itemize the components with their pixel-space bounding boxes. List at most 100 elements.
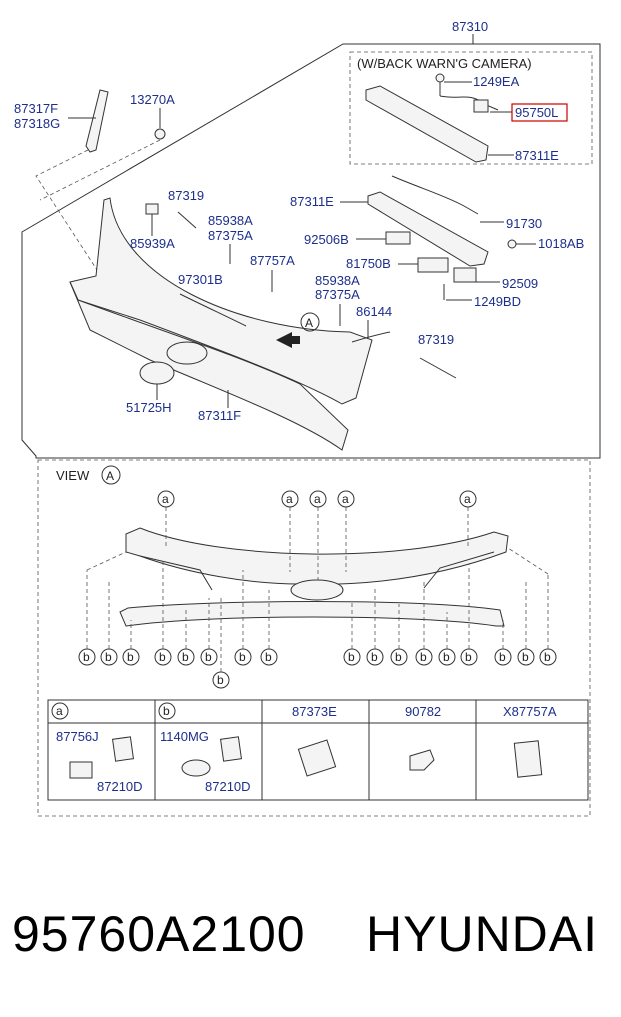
b-marker: b: [83, 650, 90, 664]
strip-87319: [177, 211, 197, 229]
legend-header-90782: 90782: [405, 704, 441, 719]
b-marker: b: [205, 650, 212, 664]
camera-connector: [473, 99, 489, 113]
legend-header-87373E: 87373E: [292, 704, 337, 719]
strip-87319-lower: [419, 357, 457, 379]
b-marker: b: [127, 650, 134, 664]
callout-85939A: 85939A: [130, 236, 175, 251]
tailgate-garnish: [69, 197, 373, 405]
a-marker: a: [286, 492, 293, 506]
b-marker: b: [522, 650, 529, 664]
b-marker: b: [499, 650, 506, 664]
b-marker: b: [371, 650, 378, 664]
b-marker: b: [182, 650, 189, 664]
callout-85938A-2: 85938A: [315, 273, 360, 288]
view-emblem: [290, 579, 344, 601]
arrow-a-letter: A: [305, 316, 313, 330]
seal-86144: [351, 331, 391, 343]
callout-87319-bottom: 87319: [418, 332, 454, 347]
camera-box-title: (W/BACK WARN'G CAMERA): [357, 56, 532, 71]
callout-91730: 91730: [506, 216, 542, 231]
callout-87375A-1: 87375A: [208, 228, 253, 243]
callout-92506B: 92506B: [304, 232, 349, 247]
callout-95750L: 95750L: [515, 105, 558, 120]
callout-97301B: 97301B: [178, 272, 223, 287]
b-marker: b: [395, 650, 402, 664]
callout-87311E: 87311E: [290, 194, 334, 209]
assembly-outline: [21, 43, 601, 459]
callout-87757A: 87757A: [250, 253, 295, 268]
legend-header-b: b: [163, 704, 170, 718]
callout-1249EA: 1249EA: [473, 74, 520, 89]
screw-icon: [435, 73, 445, 83]
legend-table: a b 87373E 90782 X87757A 87756J 87210D 1…: [47, 699, 589, 801]
lamp-92506B: [385, 231, 411, 245]
a-markers: a a a a a: [157, 490, 477, 580]
callout-92509: 92509: [502, 276, 538, 291]
clip-85939A: [145, 203, 159, 215]
view-a-region: [37, 459, 591, 817]
clip-87756J-icon: [69, 761, 93, 779]
callout-87311F: 87311F: [198, 408, 241, 423]
side-trim: [85, 89, 109, 153]
callout-85938A-1: 85938A: [208, 213, 253, 228]
footer-brand: HYUNDAI: [366, 906, 599, 962]
a-marker: a: [342, 492, 349, 506]
view-garnish-lower: [119, 601, 505, 627]
callout-1249BD: 1249BD: [474, 294, 521, 309]
b-marker: b: [420, 650, 427, 664]
pad-87373E-icon: [297, 739, 337, 777]
garnish-87311E: [367, 191, 489, 267]
callout-87375A-2: 87375A: [315, 287, 360, 302]
clip-90782-icon: [409, 749, 435, 771]
callout-13270A: 13270A: [130, 92, 175, 107]
pad-87210D-icon: [111, 736, 135, 762]
footer-part-number: 95760A2100: [12, 906, 306, 962]
a-marker: a: [162, 492, 169, 506]
footer: 95760A2100 HYUNDAI: [0, 905, 621, 975]
molding-97301B: [179, 293, 247, 327]
b-marker: b: [217, 673, 224, 687]
kia-emblem-icon: [139, 361, 175, 385]
camera-garnish: [365, 85, 489, 163]
callout-87319-top: 87319: [168, 188, 204, 203]
callout-1018AB: 1018AB: [538, 236, 584, 251]
switch-81750B: [417, 257, 449, 273]
camera-box: [349, 51, 593, 165]
fastener-1140MG-icon: [181, 759, 211, 777]
callout-86144: 86144: [356, 304, 392, 319]
b-marker: b: [348, 650, 355, 664]
b-marker: b: [105, 650, 112, 664]
lamp-92509: [453, 267, 477, 283]
b-marker: b: [265, 650, 272, 664]
callout-51725H: 51725H: [126, 400, 172, 415]
b-marker: b: [465, 650, 472, 664]
callout-87317F: 87317F: [14, 101, 58, 116]
pad-87210D-icon: [219, 736, 243, 762]
b-marker: b: [239, 650, 246, 664]
grommet-icon: [154, 128, 166, 140]
screw-1018AB: [507, 239, 517, 249]
view-title: VIEW: [56, 468, 90, 483]
view-arrow: [276, 332, 300, 348]
view-letter: A: [106, 469, 114, 483]
b-marker: b: [443, 650, 450, 664]
callout-81750B: 81750B: [346, 256, 391, 271]
view-a-circle: [300, 312, 320, 332]
view-garnish-upper: [125, 527, 509, 585]
b-marker: b: [544, 650, 551, 664]
emblem-plate: [166, 341, 208, 365]
legend-a-part-2: 87210D: [97, 779, 143, 794]
header-part-number: 87310: [452, 19, 488, 34]
b-marker: b: [159, 650, 166, 664]
a-marker: a: [464, 492, 471, 506]
b-markers: b b b b b b b b b b b b b b b b b b: [78, 547, 557, 689]
legend-b-part-1: 1140MG: [160, 729, 209, 744]
legend-header-a: a: [56, 704, 63, 718]
a-marker: a: [314, 492, 321, 506]
pad-X87757A-icon: [513, 740, 543, 778]
callout-87318G: 87318G: [14, 116, 60, 131]
legend-a-part-1: 87756J: [56, 729, 99, 744]
callout-87311E-box: 87311E: [515, 148, 559, 163]
